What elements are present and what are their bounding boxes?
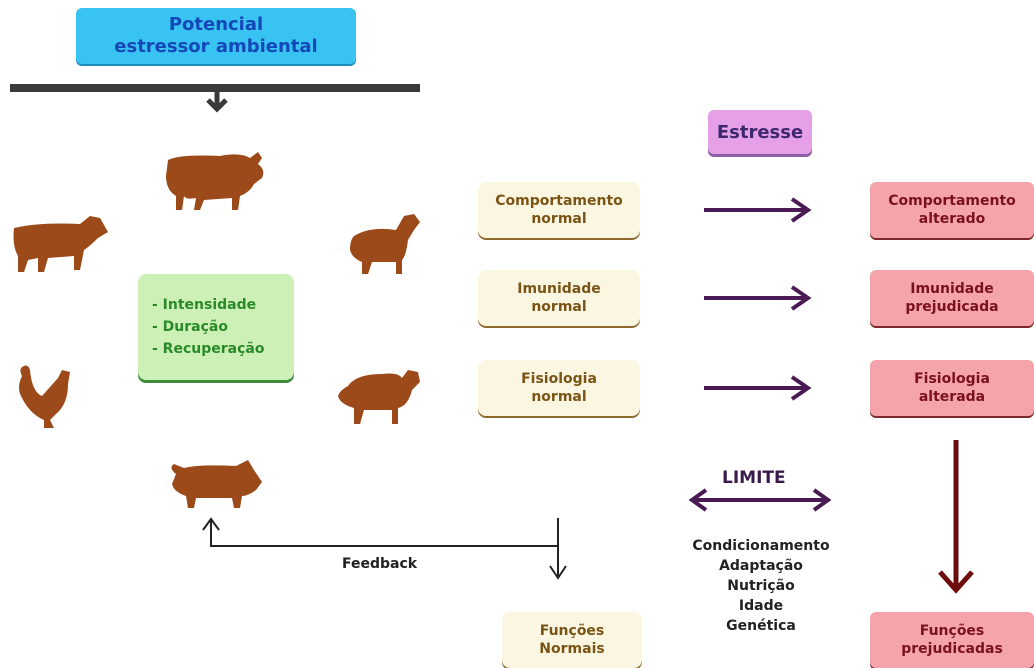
condition-item: Idade (738, 598, 784, 614)
normal-functions-box: Funções Normais (502, 612, 642, 668)
condition-item: Adaptação (719, 558, 803, 574)
stressor-title-line1: Potencial (168, 14, 264, 35)
normal-immunity-line2: normal (531, 299, 587, 315)
hen-icon (19, 365, 70, 428)
normal-immunity-line1: Imunidade (517, 281, 601, 297)
normal-immunity-box: Imunidade normal (478, 270, 640, 326)
impaired-immunity-box: Imunidade prejudicada (870, 270, 1034, 326)
normal-physiology-line2: normal (531, 389, 587, 405)
factors-box: - Intensidade - Duração - Recuperação (138, 274, 294, 380)
factor-item: - Recuperação (152, 341, 265, 357)
conditions-list: Condicionamento Adaptação Nutrição Idade… (676, 536, 846, 636)
stress-box: Estresse (708, 110, 812, 154)
factor-item: - Duração (152, 319, 228, 335)
impaired-functions-line1: Funções (919, 623, 985, 639)
impaired-immunity-line1: Imunidade (910, 281, 994, 297)
altered-physiology-box: Fisiologia alterada (870, 360, 1034, 416)
normal-functions-line1: Funções (539, 623, 605, 639)
pig-icon (171, 460, 262, 508)
goat-icon (350, 214, 420, 274)
impaired-functions-box: Funções prejudicadas (870, 612, 1034, 668)
stressor-bar (10, 84, 420, 92)
stressor-title-line2: estressor ambiental (114, 36, 318, 57)
normal-physiology-line1: Fisiologia (521, 371, 597, 387)
normal-behavior-line2: normal (531, 211, 587, 227)
stress-label: Estresse (716, 121, 804, 143)
altered-physiology-line2: alterada (918, 389, 986, 405)
bull-icon (166, 152, 264, 210)
feedback-label: Feedback (342, 556, 418, 572)
sheep-icon (338, 370, 420, 424)
altered-behavior-line2: alterado (918, 211, 986, 227)
stressor-title-box: Potencial estressor ambiental (76, 8, 356, 64)
altered-physiology-line1: Fisiologia (914, 371, 990, 387)
normal-functions-line2: Normais (539, 641, 605, 657)
normal-physiology-box: Fisiologia normal (478, 360, 640, 416)
normal-behavior-line1: Comportamento (495, 193, 623, 209)
arrow-down-icon (938, 440, 974, 594)
normal-behavior-box: Comportamento normal (478, 182, 640, 238)
impaired-immunity-line2: prejudicada (905, 299, 999, 315)
arrow-right-icon (704, 375, 812, 401)
condition-item: Genética (726, 618, 796, 634)
altered-behavior-box: Comportamento alterado (870, 182, 1034, 238)
impaired-functions-line2: prejudicadas (901, 641, 1003, 657)
double-arrow-icon (688, 488, 832, 512)
altered-behavior-line1: Comportamento (888, 193, 1016, 209)
arrow-right-icon (704, 285, 812, 311)
factor-item: - Intensidade (152, 297, 257, 313)
arrow-right-icon (704, 197, 812, 223)
limit-label: LIMITE (722, 468, 786, 488)
down-arrow-icon (206, 92, 228, 113)
cow-icon (13, 216, 108, 272)
feedback-loop-arrow (202, 517, 567, 580)
condition-item: Nutrição (727, 578, 795, 594)
condition-item: Condicionamento (692, 538, 830, 554)
